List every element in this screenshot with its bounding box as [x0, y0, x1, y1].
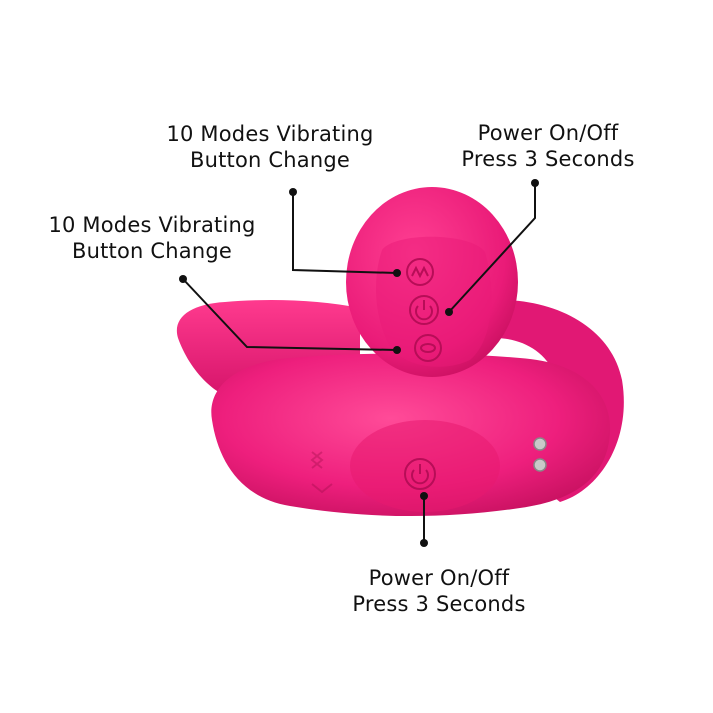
remote-power-button[interactable] [409, 295, 439, 325]
leader-top-left [292, 192, 398, 274]
power-icon [415, 300, 433, 321]
leader-lines [182, 183, 536, 543]
charging-contact-top [533, 437, 547, 451]
leader-top-right [448, 183, 536, 313]
leader-dots [179, 179, 539, 547]
body-side-icons [310, 451, 333, 494]
vibration-mode-icon [411, 265, 429, 279]
callout-bottom: Power On/Off Press 3 Seconds [343, 565, 535, 617]
remote-mode-button-top[interactable] [406, 258, 434, 286]
charging-contact-bottom [533, 458, 547, 472]
callout-mid-left-line1: 10 Modes Vibrating [48, 213, 256, 237]
callout-mid-left-line2: Button Change [71, 239, 233, 263]
callout-top-left-line1: 10 Modes Vibrating [166, 122, 374, 146]
callout-top-right-line1: Power On/Off [477, 121, 619, 145]
body-power-button[interactable] [404, 458, 436, 490]
callout-top-right-line2: Press 3 Seconds [461, 147, 635, 171]
remote-mode-button-bottom[interactable] [414, 334, 442, 362]
remote-face-panel [376, 236, 492, 367]
callout-top-left-line2: Button Change [189, 148, 351, 172]
oval-mode-icon [420, 343, 436, 353]
body-button-pad [350, 420, 500, 512]
callout-bottom-line1: Power On/Off [368, 566, 510, 590]
callout-mid-left: 10 Modes Vibrating Button Change [46, 212, 258, 264]
leader-mid-left [182, 278, 398, 351]
callout-top-right: Power On/Off Press 3 Seconds [455, 120, 641, 172]
callout-top-left: 10 Modes Vibrating Button Change [165, 121, 375, 173]
callout-bottom-line2: Press 3 Seconds [352, 592, 526, 616]
power-icon [411, 464, 429, 485]
